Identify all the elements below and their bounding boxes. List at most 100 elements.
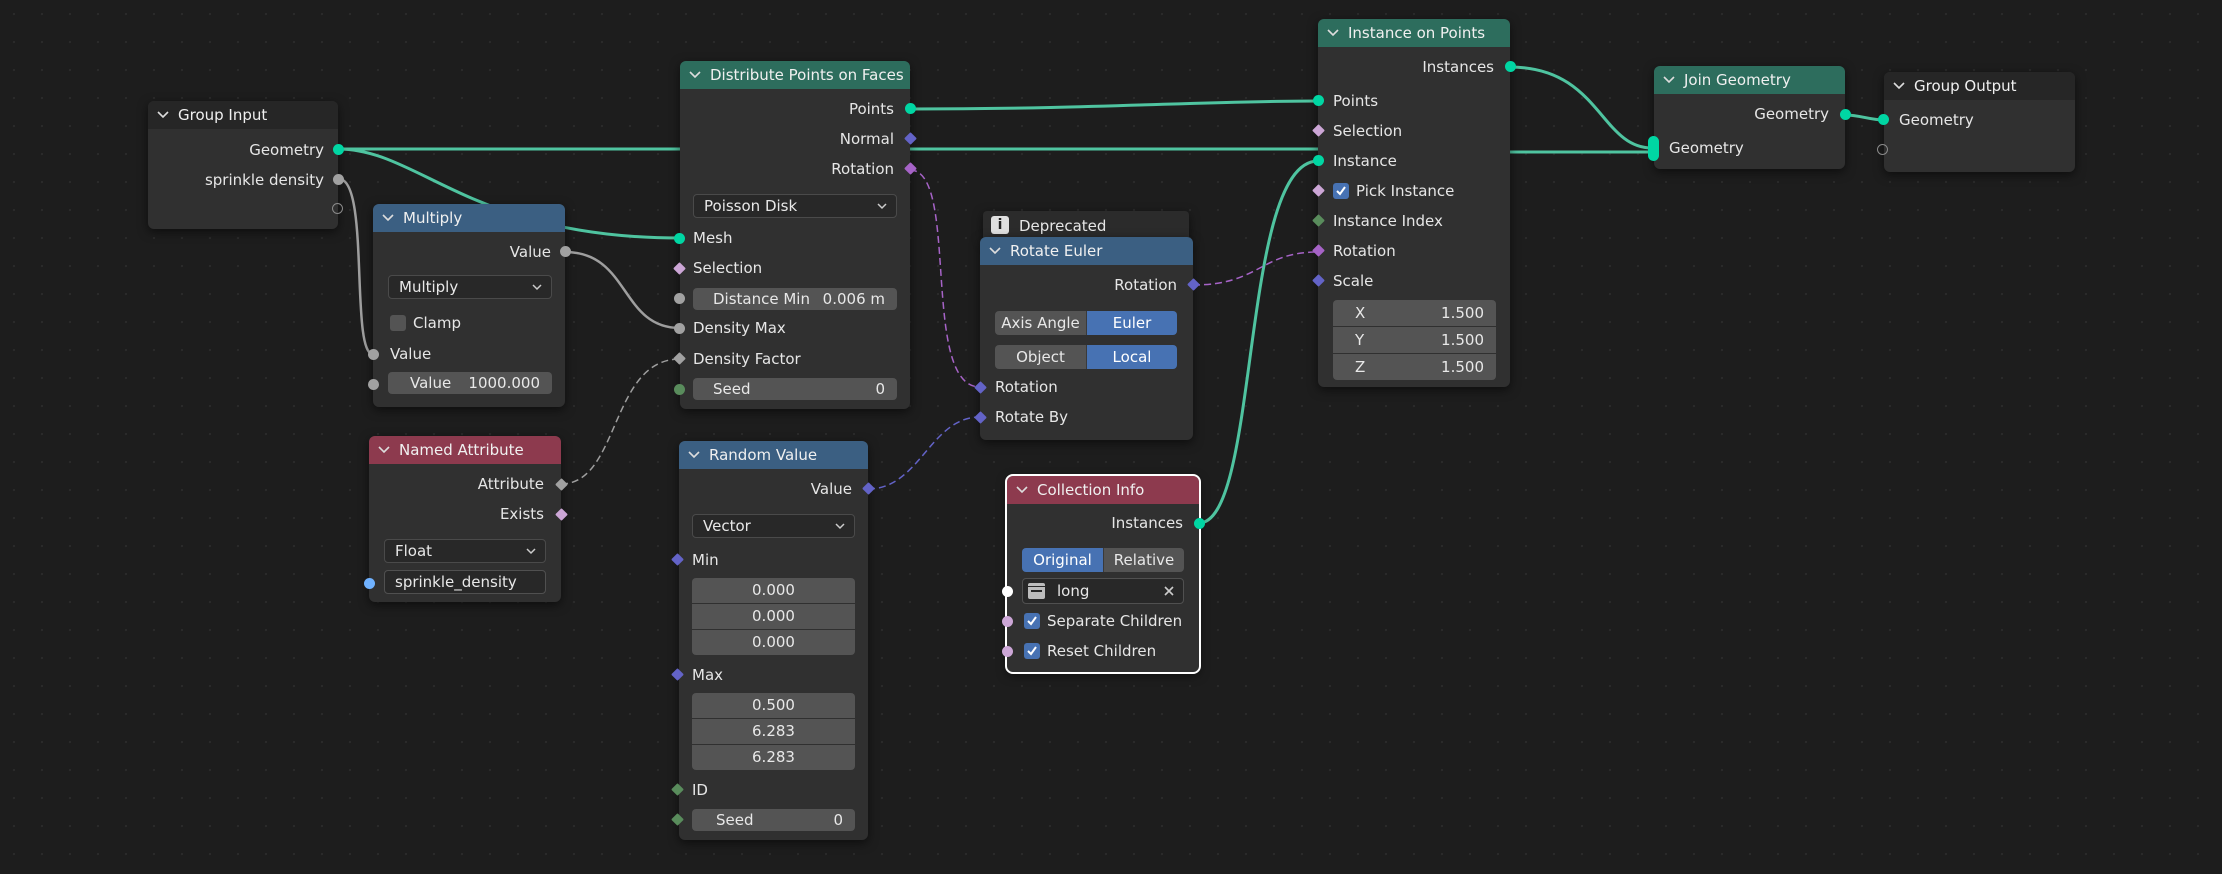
geometry-socket[interactable] [1505, 61, 1516, 72]
seed-field[interactable]: Seed 0 [693, 378, 897, 400]
object-option[interactable]: Object [995, 345, 1086, 369]
separate-children-checkbox[interactable] [1024, 613, 1040, 629]
max-y-field[interactable]: 6.283 [692, 719, 855, 744]
min-z-field[interactable]: 0.000 [692, 630, 855, 655]
geometry-socket[interactable] [905, 103, 916, 114]
rotate-euler-node[interactable]: Rotate Euler Rotation Axis Angle Euler O… [980, 237, 1193, 440]
geometry-socket[interactable] [1194, 518, 1205, 529]
distribute-points-header[interactable]: Distribute Points on Faces [680, 61, 910, 89]
geometry-socket[interactable] [674, 233, 685, 244]
attribute-name-field[interactable]: sprinkle_density [384, 570, 546, 594]
instance-on-points-node[interactable]: Instance on Points Instances Points Sele… [1318, 19, 1510, 387]
chevron-down-icon [532, 284, 542, 291]
multi-input-geometry-socket[interactable] [1648, 136, 1659, 161]
empty-socket[interactable] [1877, 144, 1888, 155]
min-x-field[interactable]: 0.000 [692, 578, 855, 603]
random-value-node[interactable]: Random Value Value Vector Min 0.000 0.00… [679, 441, 868, 840]
geometry-socket[interactable] [1313, 95, 1324, 106]
rotation-type-toggle[interactable]: Axis Angle Euler [995, 311, 1177, 335]
float-socket[interactable] [368, 379, 379, 390]
integer-socket[interactable] [674, 384, 685, 395]
chevron-down-icon[interactable] [377, 443, 391, 457]
deprecated-frame[interactable]: i Deprecated [983, 211, 1189, 241]
instance-on-points-header[interactable]: Instance on Points [1318, 19, 1510, 47]
input-label: ID [692, 781, 708, 799]
chevron-down-icon[interactable] [1662, 73, 1676, 87]
boolean-socket[interactable] [1002, 646, 1013, 657]
multiply-header[interactable]: Multiply [373, 204, 565, 232]
collection-socket[interactable] [1002, 586, 1013, 597]
random-value-header[interactable]: Random Value [679, 441, 868, 469]
chevron-down-icon[interactable] [1326, 26, 1340, 40]
chevron-down-icon[interactable] [381, 211, 395, 225]
rotate-euler-header[interactable]: Rotate Euler [980, 237, 1193, 265]
geometry-socket[interactable] [333, 144, 344, 155]
multiply-node[interactable]: Multiply Value Multiply Clamp Value Valu… [373, 204, 565, 407]
min-y-field[interactable]: 0.000 [692, 604, 855, 629]
checkmark-icon [1027, 616, 1037, 626]
geometry-socket[interactable] [1840, 109, 1851, 120]
chevron-down-icon[interactable] [688, 68, 702, 82]
named-attribute-node[interactable]: Named Attribute Attribute Exists Float s… [369, 436, 561, 602]
checkmark-icon [1336, 186, 1346, 196]
reset-children-checkbox[interactable] [1024, 643, 1040, 659]
pick-instance-checkbox[interactable] [1333, 183, 1349, 199]
euler-option[interactable]: Euler [1086, 311, 1177, 335]
geometry-socket[interactable] [1878, 114, 1889, 125]
data-type-dropdown[interactable]: Vector [692, 514, 855, 538]
collection-info-header[interactable]: Collection Info [1007, 476, 1199, 504]
distribute-points-node[interactable]: Distribute Points on Faces Points Normal… [680, 61, 910, 409]
chevron-down-icon[interactable] [1892, 79, 1906, 93]
node-title: Multiply [403, 209, 463, 227]
join-geometry-header[interactable]: Join Geometry [1654, 66, 1845, 94]
space-toggle[interactable]: Object Local [995, 345, 1177, 369]
original-option[interactable]: Original [1022, 548, 1103, 572]
dropdown-value: Poisson Disk [704, 197, 798, 215]
link-density-to-multiply [338, 177, 374, 356]
group-input-header[interactable]: Group Input [148, 101, 338, 129]
join-geometry-node[interactable]: Join Geometry Geometry Geometry [1654, 66, 1845, 169]
geometry-socket[interactable] [1313, 155, 1324, 166]
operation-dropdown[interactable]: Multiply [388, 275, 552, 299]
float-socket[interactable] [368, 349, 379, 360]
value-field[interactable]: Value 1000.000 [388, 372, 552, 394]
group-output-node[interactable]: Group Output Geometry [1884, 72, 2075, 172]
output-label: Value [810, 480, 852, 498]
collection-icon [1028, 583, 1045, 599]
chevron-down-icon[interactable] [988, 244, 1002, 258]
close-icon[interactable] [1163, 585, 1175, 597]
float-socket[interactable] [333, 174, 344, 185]
float-socket[interactable] [674, 323, 685, 334]
clamp-checkbox[interactable] [390, 315, 406, 331]
scale-y-field[interactable]: Y 1.500 [1333, 327, 1496, 353]
seed-field[interactable]: Seed 0 [692, 809, 855, 831]
chevron-down-icon[interactable] [1015, 483, 1029, 497]
distance-min-field[interactable]: Distance Min 0.006 m [693, 288, 897, 310]
group-input-node[interactable]: Group Input Geometry sprinkle density [148, 101, 338, 229]
float-socket[interactable] [674, 293, 685, 304]
field-label: Seed [716, 811, 754, 829]
collection-info-node[interactable]: Collection Info Instances Original Relat… [1005, 474, 1201, 674]
min-vector-fields: 0.000 0.000 0.000 [692, 578, 855, 656]
chevron-down-icon[interactable] [687, 448, 701, 462]
axis-angle-option[interactable]: Axis Angle [995, 311, 1086, 335]
float-socket[interactable] [560, 246, 571, 257]
local-option[interactable]: Local [1086, 345, 1177, 369]
scale-z-field[interactable]: Z 1.500 [1333, 354, 1496, 380]
string-socket[interactable] [364, 578, 375, 589]
distribute-mode-dropdown[interactable]: Poisson Disk [693, 194, 897, 218]
max-z-field[interactable]: 6.283 [692, 745, 855, 770]
named-attribute-header[interactable]: Named Attribute [369, 436, 561, 464]
empty-socket[interactable] [332, 203, 343, 214]
collection-field[interactable]: long [1022, 578, 1184, 604]
relative-option[interactable]: Relative [1103, 548, 1184, 572]
chevron-down-icon[interactable] [156, 108, 170, 122]
max-x-field[interactable]: 0.500 [692, 693, 855, 718]
data-type-dropdown[interactable]: Float [384, 539, 546, 563]
scale-x-field[interactable]: X 1.500 [1333, 300, 1496, 326]
transform-space-toggle[interactable]: Original Relative [1022, 548, 1184, 572]
group-output-header[interactable]: Group Output [1884, 72, 2075, 100]
checkbox-label: Reset Children [1047, 642, 1157, 660]
boolean-socket[interactable] [1002, 616, 1013, 627]
